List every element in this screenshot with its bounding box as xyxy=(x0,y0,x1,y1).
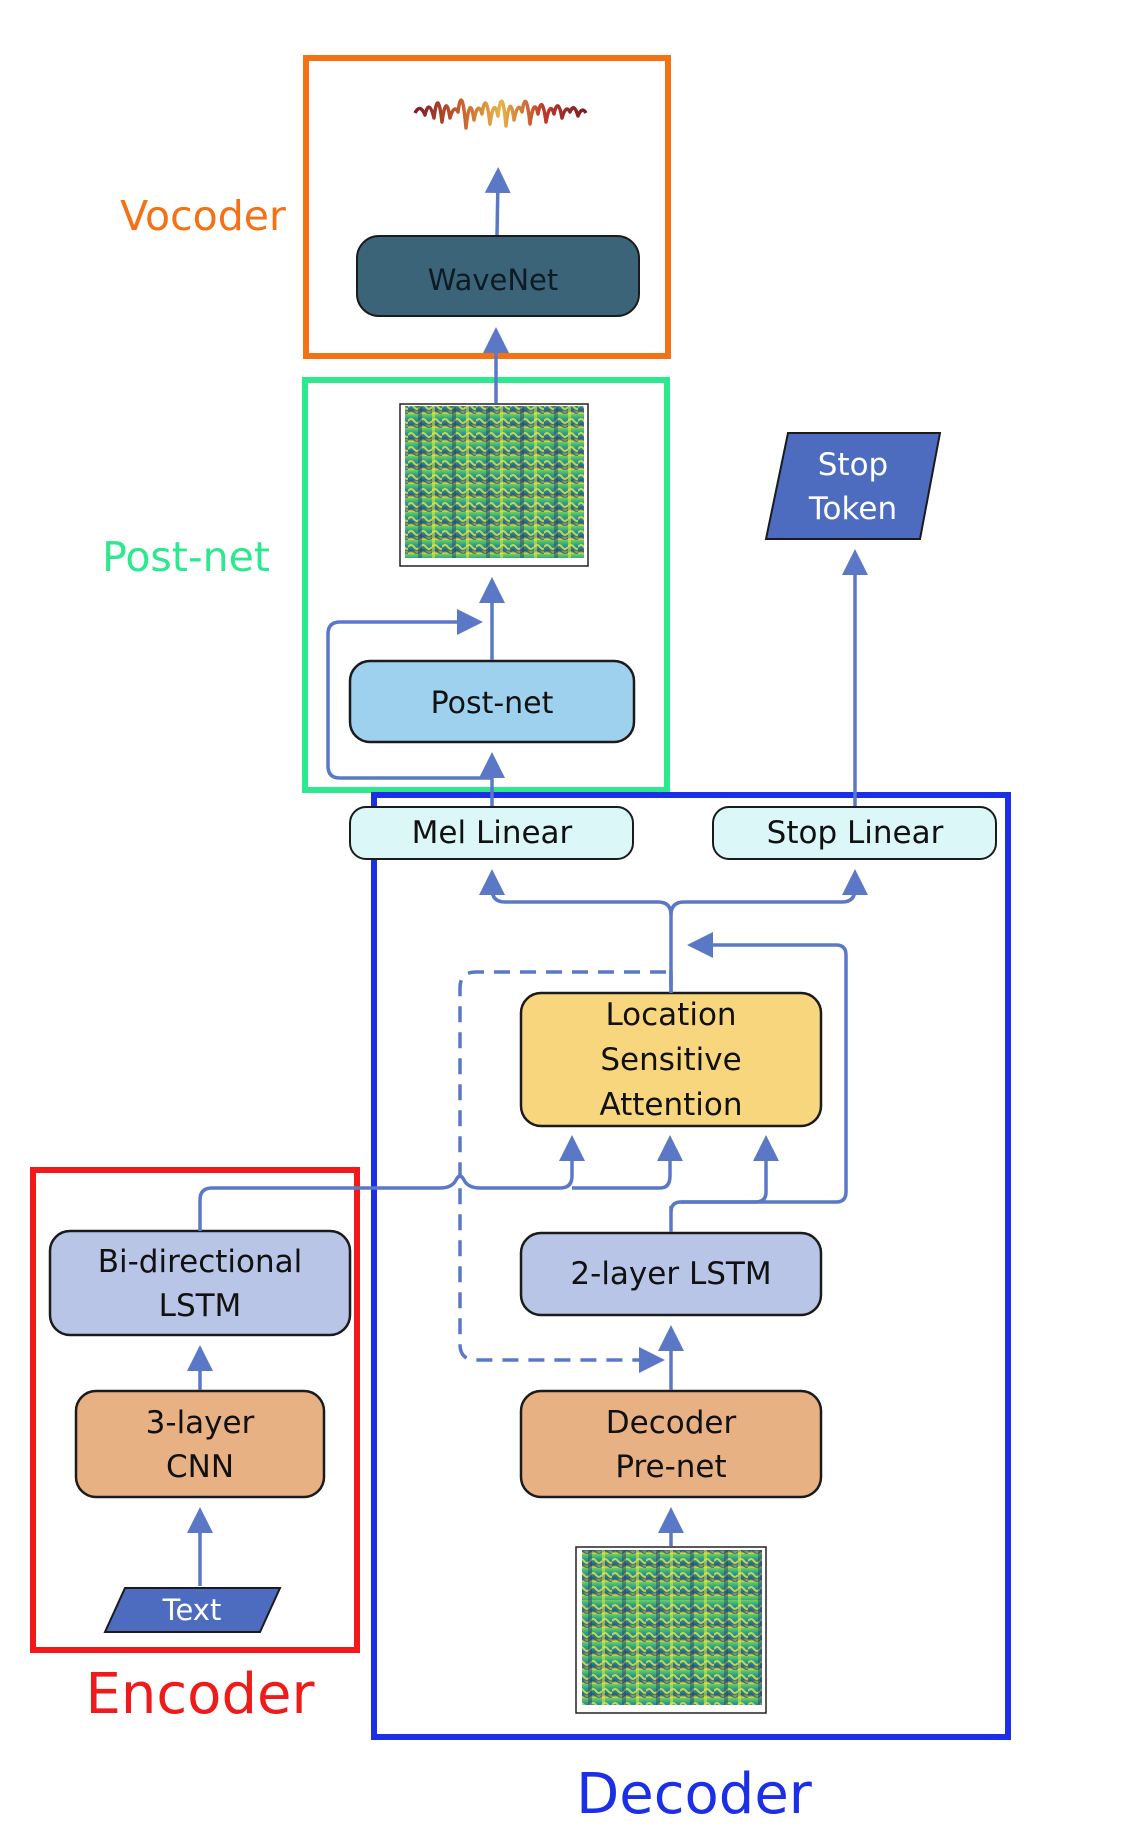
wavenet-label: WaveNet xyxy=(428,263,559,297)
bilstm-label-1: Bi-directional xyxy=(98,1244,303,1280)
attention-label-3: Attention xyxy=(599,1087,742,1123)
text-input-label: Text xyxy=(162,1593,222,1627)
vocoder-frame xyxy=(303,55,671,359)
stop-token-output xyxy=(764,432,942,540)
cnn-3layer-label-2: CNN xyxy=(166,1449,234,1485)
stop-linear-block xyxy=(712,806,997,860)
mel-linear-block xyxy=(349,806,634,860)
wavenet-block xyxy=(356,235,640,317)
lstm-2layer-block xyxy=(519,1231,823,1317)
postnet-label: Post-net xyxy=(431,686,554,721)
decoder-title: Decoder xyxy=(576,1762,813,1827)
cnn-3layer-block xyxy=(74,1389,326,1499)
stop-token-label-2: Token xyxy=(808,491,897,527)
stop-linear-label: Stop Linear xyxy=(767,815,944,851)
encoder-title: Encoder xyxy=(86,1662,316,1727)
cnn-3layer-label-1: 3-layer xyxy=(146,1405,255,1441)
decoder-prenet-label-2: Pre-net xyxy=(615,1449,726,1485)
connectors xyxy=(187,167,868,1586)
spectrogram-input xyxy=(575,1546,767,1714)
decoder-prenet-block xyxy=(519,1389,823,1499)
waveform-icon xyxy=(413,98,588,130)
decoder-prenet-label-1: Decoder xyxy=(606,1405,737,1441)
postnet-title: Post-net xyxy=(102,533,270,581)
postnet-block xyxy=(348,659,636,744)
attention-context-feedback xyxy=(458,970,673,1373)
attention-label-1: Location xyxy=(605,997,736,1033)
decoder-frame xyxy=(371,792,1011,1740)
mel-linear-label: Mel Linear xyxy=(412,815,573,851)
spectrogram-output xyxy=(399,403,589,567)
text-input xyxy=(103,1587,282,1633)
vocoder-title: Vocoder xyxy=(120,192,286,240)
lstm-2layer-label: 2-layer LSTM xyxy=(570,1256,771,1292)
postnet-frame xyxy=(302,377,670,793)
stop-token-label-1: Stop xyxy=(818,447,888,483)
attention-label-2: Sensitive xyxy=(600,1042,741,1078)
encoder-frame xyxy=(30,1167,360,1653)
bilstm-label-2: LSTM xyxy=(159,1288,242,1324)
